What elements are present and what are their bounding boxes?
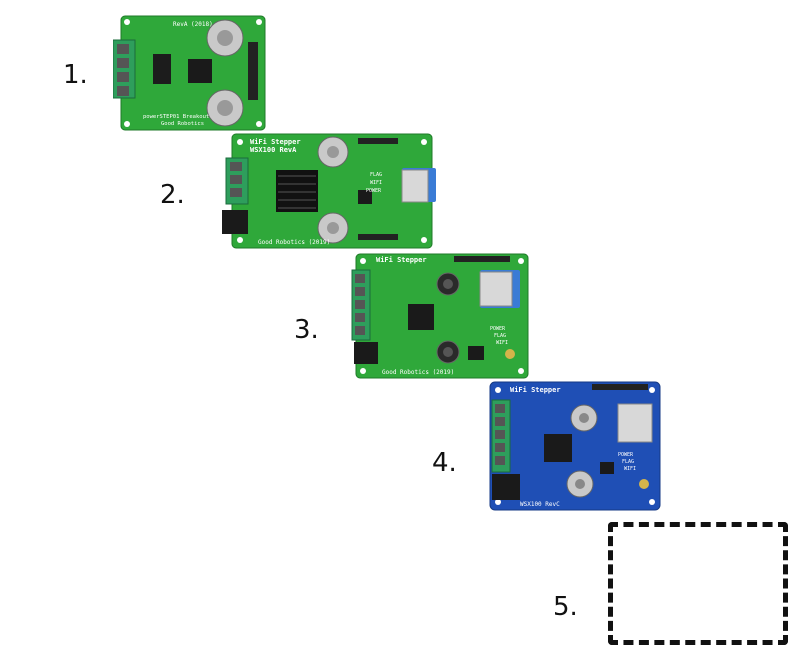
board-2-subtitle: WSX100 RevA — [250, 146, 297, 154]
board-3-wifi-label: WIFI — [496, 340, 508, 346]
board-3-title: WiFi Stepper — [376, 256, 427, 264]
board-2-photo: WiFi Stepper WSX100 RevA FLAG WIFI POWER… — [222, 133, 436, 249]
empty-board-placeholder — [608, 522, 788, 645]
board-3-photo: WiFi Stepper POWER FLAG WIFI Good Roboti… — [351, 253, 529, 379]
board-4-title: WiFi Stepper — [510, 386, 561, 394]
board-3-power-label: POWER — [490, 326, 506, 332]
board-2-power-label: POWER — [366, 188, 382, 194]
step-number-5: 5. — [553, 592, 578, 622]
step-number-2: 2. — [160, 180, 185, 210]
board-1-footer: powerSTEP01 Breakout — [143, 114, 209, 120]
board-3-footer: Good Robotics (2019) — [382, 369, 454, 376]
board-1-title: RevA (2018) — [173, 21, 213, 28]
board-4-photo: WiFi Stepper POWER FLAG WIFI WSX100 RevC — [489, 381, 661, 511]
board-2-title: WiFi Stepper — [250, 138, 301, 146]
board-2-footer: Good Robotics (2019) — [258, 239, 330, 246]
board-2-flag-label: FLAG — [370, 172, 382, 178]
board-4-wifi-label: WIFI — [624, 466, 636, 472]
board-4-flag-label: FLAG — [622, 459, 634, 465]
step-number-4: 4. — [432, 448, 457, 478]
board-1-footer2: Good Robotics — [161, 121, 204, 127]
board-2-wifi-label: WIFI — [370, 180, 382, 186]
step-number-3: 3. — [294, 315, 319, 345]
board-4-footer: WSX100 RevC — [520, 501, 560, 508]
step-number-1: 1. — [63, 60, 88, 90]
board-1-photo: RevA (2018) powerSTEP01 Breakout Good Ro… — [113, 15, 266, 131]
board-3-flag-label: FLAG — [494, 333, 506, 339]
board-4-power-label: POWER — [618, 452, 634, 458]
